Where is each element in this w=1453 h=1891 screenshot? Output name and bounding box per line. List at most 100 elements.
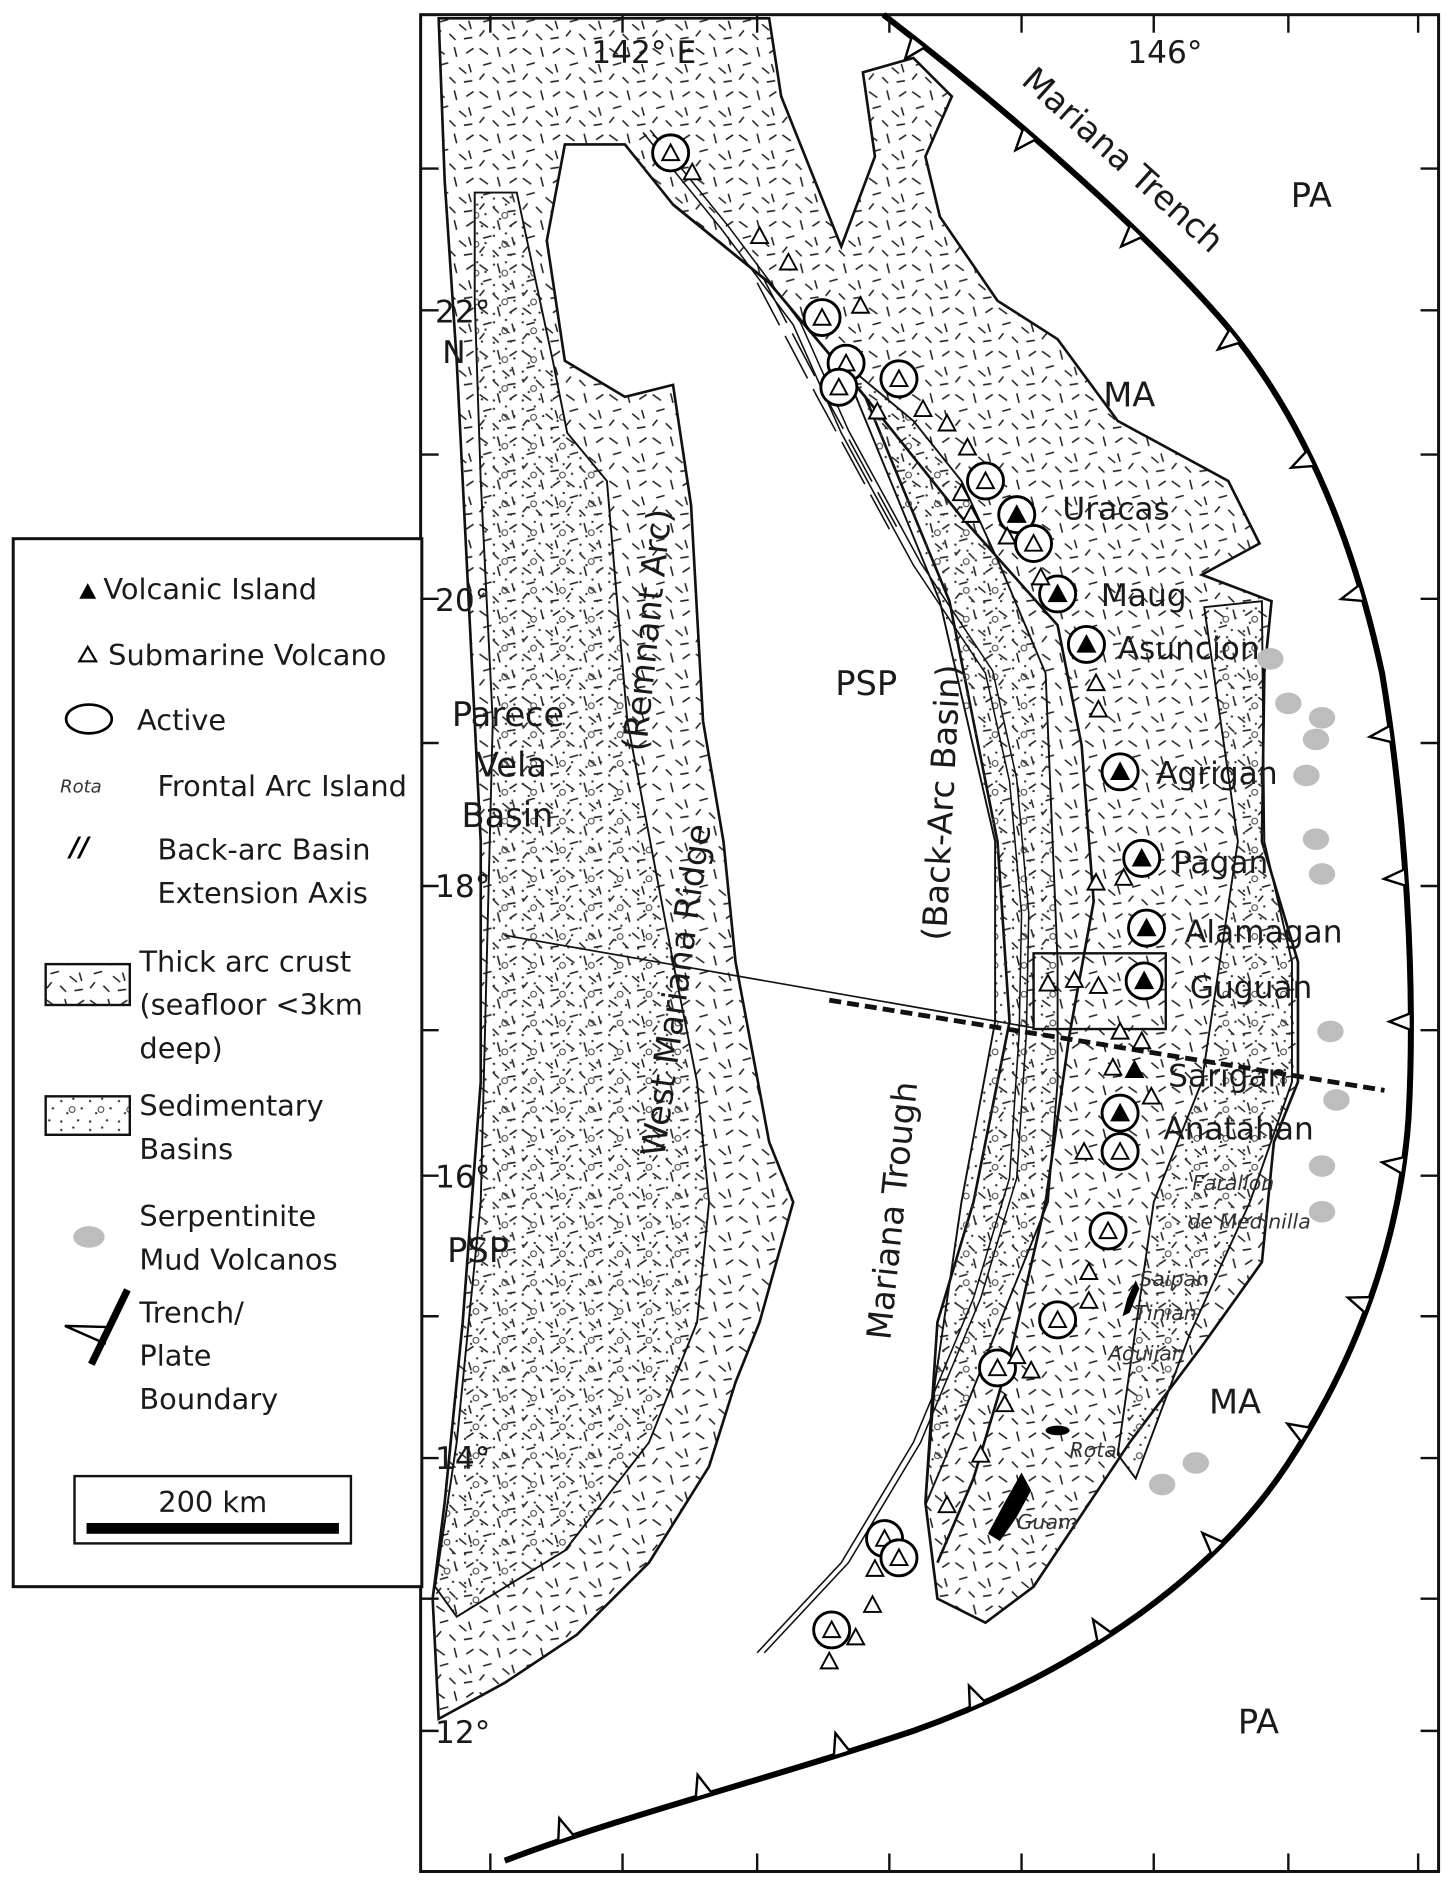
volcanic-island-icon	[1131, 847, 1152, 867]
label-maug: Maug	[1101, 578, 1187, 614]
label-uracas: Uracas	[1062, 491, 1169, 527]
submarine-volcano-icon	[845, 1626, 866, 1646]
thick-arc-crust-swatch	[44, 962, 131, 1007]
trench-tooth-icon	[694, 1771, 714, 1800]
trench-tooth-icon	[1385, 1011, 1413, 1032]
label-psp-center: PSP	[835, 664, 897, 703]
label-guguan: Guguan	[1190, 970, 1313, 1006]
trench-tooth-icon	[1337, 582, 1366, 603]
trench-tooth-icon	[1344, 1295, 1373, 1315]
volcanic-island-icon	[1134, 970, 1155, 990]
submarine-volcano-icon	[937, 412, 958, 432]
label-aguijan: Aguijan	[1106, 1342, 1185, 1366]
trench-tooth-icon	[832, 1730, 852, 1759]
submarine-volcano-icon	[819, 1650, 840, 1670]
lat-label-12: 12°	[435, 1715, 490, 1751]
trench-tooth-icon	[1091, 1616, 1114, 1645]
submarine-volcano-icon	[77, 644, 99, 663]
submarine-volcano-icon	[970, 1444, 991, 1463]
forearc-sedimentary-basin	[1116, 600, 1293, 1481]
submarine-volcano-icon	[660, 142, 681, 162]
label-pa-south: PA	[1238, 1702, 1279, 1741]
lat-label-20: 20°	[435, 583, 490, 619]
submarine-volcano-icon	[821, 1619, 842, 1639]
legend-panel: Volcanic Island Submarine Volcano Active…	[11, 537, 424, 1589]
label-de-medinilla: de Medinilla	[1187, 1210, 1310, 1234]
submarine-volcano-icon	[1074, 1141, 1095, 1160]
label-pagan: Pagan	[1173, 845, 1268, 881]
label-pa-north: PA	[1291, 176, 1332, 215]
volcanic-island-icon	[1136, 917, 1157, 937]
submarine-volcano-icon	[1021, 1359, 1042, 1379]
legend-frontal-arc-island: Frontal Arc Island	[157, 769, 406, 803]
legend-sed-1: Sedimentary	[139, 1089, 323, 1123]
legend-rota-sample: Rota	[60, 776, 102, 797]
map-panel: 142° E 146° 22° N 20° 18° 16° 14° 12° PA…	[419, 12, 1441, 1874]
volcanic-island-icon	[79, 583, 97, 599]
back-arc-axis-icon: //	[67, 832, 92, 863]
mud-volcano-icon	[1323, 1089, 1350, 1111]
active-circle-icon	[64, 703, 114, 735]
legend-crust-1: Thick arc crust	[138, 944, 351, 978]
legend-volcanic-island: Volcanic Island	[103, 572, 317, 606]
submarine-volcano-icon	[1030, 566, 1051, 586]
submarine-volcano-icon	[1064, 969, 1085, 988]
submarine-volcano-icon	[1037, 972, 1059, 992]
submarine-volcano-icon	[1102, 1057, 1123, 1076]
legend-back-arc-2: Extension Axis	[157, 876, 368, 910]
trench-tooth-icon	[1366, 723, 1394, 744]
submarine-volcano-icon	[1088, 698, 1109, 718]
mud-volcano-icon	[1302, 828, 1330, 850]
mud-volcanos	[1148, 648, 1350, 1496]
submarine-volcano-icon	[812, 307, 833, 326]
mud-volcano-icon	[1293, 764, 1320, 787]
submarine-volcano-icon	[912, 398, 934, 418]
legend-crust-2: (seafloor <3km	[139, 988, 362, 1022]
trench-tooth-icon	[1288, 448, 1317, 470]
submarine-volcano-icon	[937, 1494, 958, 1514]
label-basin: Basin	[461, 796, 553, 835]
submarine-volcano-icon	[1113, 867, 1134, 886]
volcanic-island-icon	[1124, 1059, 1145, 1079]
volcano-markers	[651, 133, 1167, 1670]
trench-teeth	[556, 34, 1413, 1844]
trench-tooth-icon	[902, 34, 928, 62]
submarine-volcano-icon	[1078, 1290, 1099, 1309]
lat-label-22: 22°	[435, 294, 490, 330]
submarine-volcano-icon	[961, 504, 982, 523]
submarine-volcano-icon	[867, 400, 888, 420]
trench-tooth-icon	[1118, 223, 1145, 249]
submarine-volcano-icon	[1023, 533, 1044, 552]
label-vela: Vela	[476, 746, 547, 785]
submarine-volcano-icon	[1086, 871, 1107, 891]
cross-section-dashed	[828, 997, 1385, 1093]
backarc-sedimentary-basin	[840, 360, 1059, 1506]
mud-volcano-icon	[1308, 706, 1336, 729]
submarine-volcano-icon	[888, 1547, 909, 1566]
submarine-volcano-icon	[951, 482, 972, 502]
submarine-volcano-icon	[1006, 1345, 1027, 1365]
legend-trench-1: Trench/	[138, 1295, 244, 1329]
trench-tooth-icon	[1013, 126, 1039, 153]
submarine-volcano-icon	[1078, 1261, 1099, 1280]
submarine-volcano-icon	[888, 368, 909, 388]
label-saipan: Saipan	[1139, 1267, 1209, 1291]
submarine-volcano-icon	[1141, 1085, 1162, 1105]
volcanic-island-icon	[1110, 761, 1131, 781]
label-parece: Parece	[452, 695, 564, 734]
submarine-volcano-icon	[1086, 672, 1107, 692]
mud-volcano-icon	[73, 1226, 105, 1248]
label-asuncion: Asuncion	[1118, 631, 1260, 667]
graticule-ticks	[420, 14, 1439, 1872]
lat-label-18: 18°	[435, 869, 490, 905]
lon-label-142: 142° E	[591, 35, 696, 71]
submarine-volcano-icon	[1047, 1309, 1068, 1329]
mud-volcano-icon	[1182, 1452, 1210, 1474]
trench-tooth-icon	[967, 1682, 988, 1711]
submarine-volcano-icon	[957, 436, 978, 456]
guam-island	[987, 1472, 1032, 1542]
lon-label-146: 146°	[1127, 35, 1202, 71]
volcanic-island-icon	[1076, 634, 1097, 653]
lat-label-14: 14°	[435, 1441, 490, 1477]
